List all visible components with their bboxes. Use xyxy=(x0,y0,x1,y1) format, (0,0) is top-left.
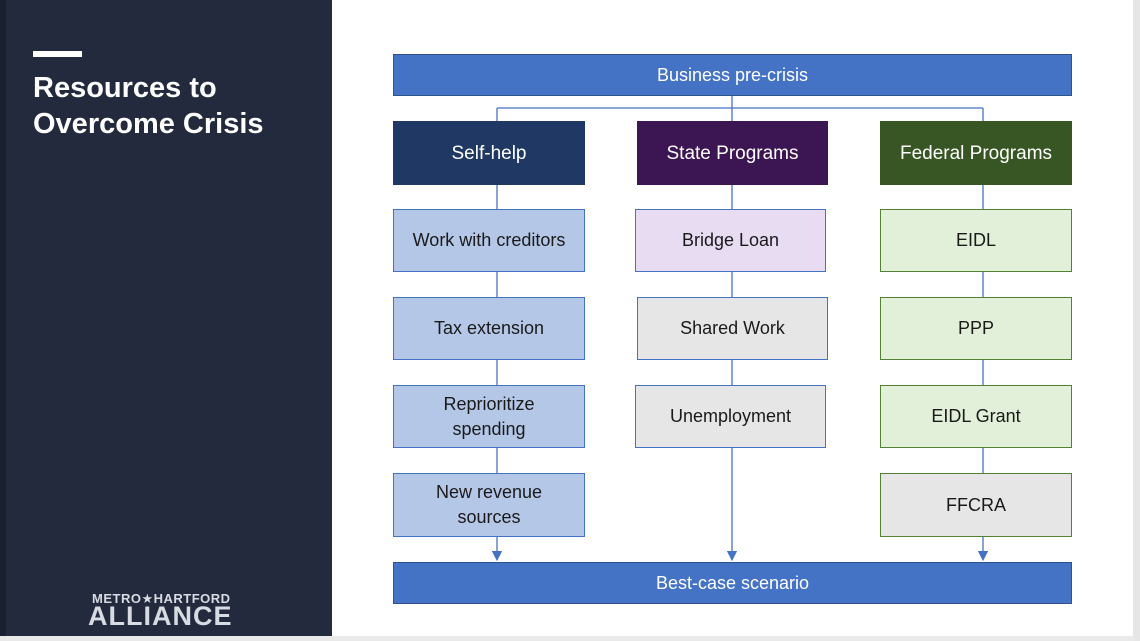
item-work-with-creditors: Work with creditors xyxy=(393,209,585,272)
slide-title: Resources to Overcome Crisis xyxy=(33,70,323,142)
item-unemployment: Unemployment xyxy=(635,385,826,448)
title-accent-bar xyxy=(33,51,82,57)
bottom-strip xyxy=(0,636,1140,641)
sidebar-panel xyxy=(0,0,332,636)
banner-bottom: Best-case scenario xyxy=(393,562,1072,604)
item-bridge-loan: Bridge Loan xyxy=(635,209,826,272)
column-header-federal-programs: Federal Programs xyxy=(880,121,1072,185)
item-shared-work: Shared Work xyxy=(637,297,828,360)
slide-title-line-2: Overcome Crisis xyxy=(33,108,264,140)
item-eidl-grant: EIDL Grant xyxy=(880,385,1072,448)
slide-title-line-1: Resources to xyxy=(33,72,217,104)
logo-metro-hartford: METRO★HARTFORD xyxy=(92,591,231,606)
sidebar-edge xyxy=(0,0,6,636)
item-new-revenue-sources: New revenue sources xyxy=(393,473,585,537)
item-tax-extension: Tax extension xyxy=(393,297,585,360)
item-eidl: EIDL xyxy=(880,209,1072,272)
item-ffcra: FFCRA xyxy=(880,473,1072,537)
right-edge xyxy=(1133,0,1140,641)
item-reprioritize-spending: Reprioritize spending xyxy=(393,385,585,448)
column-header-self-help: Self-help xyxy=(393,121,585,185)
logo-alliance: ALLIANCE xyxy=(88,601,233,631)
banner-top: Business pre-crisis xyxy=(393,54,1072,96)
item-ppp: PPP xyxy=(880,297,1072,360)
column-header-state-programs: State Programs xyxy=(637,121,828,185)
